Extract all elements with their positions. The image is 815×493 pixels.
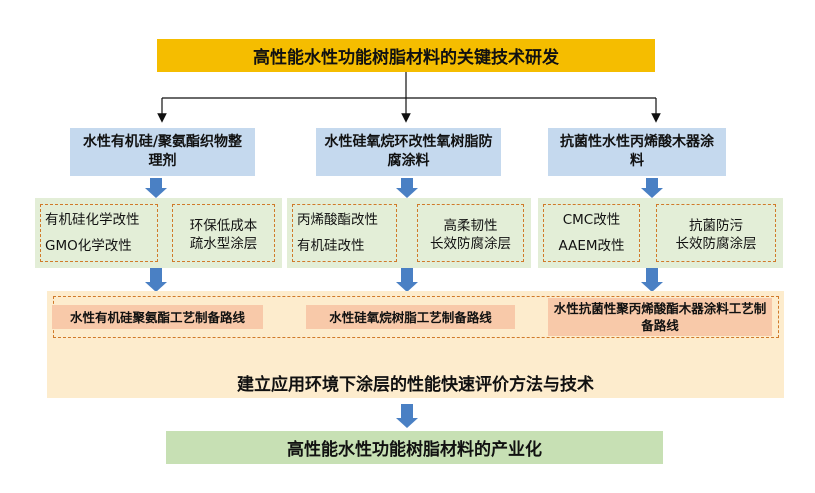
method-panel-3: CMC改性 AAEM改性 抗菌防污 长效防腐涂层 [538, 198, 783, 268]
method-item: 有机硅化学改性 [45, 212, 140, 228]
route-1: 水性有机硅聚氨酯工艺制备路线 [52, 305, 263, 329]
method-right-2: 高柔韧性 长效防腐涂层 [417, 204, 524, 262]
method-result: 环保低成本 [189, 218, 258, 234]
method-item: GMO化学改性 [45, 238, 132, 254]
evaluation-method: 建立应用环境下涂层的性能快速评价方法与技术 [237, 374, 594, 395]
main-title: 高性能水性功能树脂材料的关键技术研发 [157, 39, 655, 72]
method-result: 疏水型涂层 [189, 236, 258, 252]
category-anticorrosion-coating: 水性硅氧烷环改性氧树脂防腐涂料 [316, 128, 501, 176]
down-arrow-icon [396, 178, 418, 198]
down-arrow-icon [396, 404, 418, 428]
method-left-2: 丙烯酸酯改性 有机硅改性 [292, 204, 397, 262]
route-2: 水性硅氧烷树脂工艺制备路线 [306, 305, 515, 329]
branch-lines [157, 72, 661, 123]
down-arrow-icon [396, 268, 418, 292]
route-3: 水性抗菌性聚丙烯酸酯木器涂料工艺制备路线 [548, 298, 772, 336]
category-fabric-finish: 水性有机硅/聚氨酯织物整理剂 [70, 128, 255, 176]
method-result: 长效防腐涂层 [430, 236, 511, 252]
method-result: 高柔韧性 [443, 218, 498, 234]
category-antibacterial-wood-coating: 抗菌性水性丙烯酸木器涂料 [548, 128, 726, 176]
method-item: 有机硅改性 [297, 238, 365, 254]
down-arrow-icon [145, 268, 167, 292]
method-result: 长效防腐涂层 [675, 236, 757, 252]
method-result: 抗菌防污 [689, 218, 743, 234]
down-arrows [145, 178, 663, 428]
down-arrow-icon [641, 268, 663, 292]
down-arrow-icon [145, 178, 167, 198]
method-item: 丙烯酸酯改性 [297, 212, 378, 228]
method-right-3: 抗菌防污 长效防腐涂层 [656, 204, 776, 262]
method-panel-1: 有机硅化学改性 GMO化学改性 环保低成本 疏水型涂层 [35, 198, 282, 268]
method-right-1: 环保低成本 疏水型涂层 [172, 204, 275, 262]
method-panel-2: 丙烯酸酯改性 有机硅改性 高柔韧性 长效防腐涂层 [287, 198, 531, 268]
method-item: AAEM改性 [558, 238, 625, 254]
method-item: CMC改性 [562, 212, 621, 228]
method-left-1: 有机硅化学改性 GMO化学改性 [40, 204, 158, 262]
industrialization-box: 高性能水性功能树脂材料的产业化 [166, 431, 663, 464]
method-left-3: CMC改性 AAEM改性 [543, 204, 640, 262]
down-arrow-icon [641, 178, 663, 198]
